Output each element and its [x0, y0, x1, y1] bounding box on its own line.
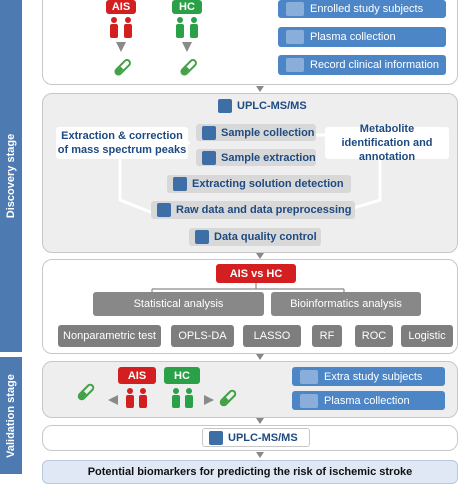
- method-rf: RF: [312, 325, 342, 347]
- bioinformatics-analysis-box: Bioinformatics analysis: [271, 292, 421, 316]
- step-extracting-detection: Extracting solution detection: [167, 175, 351, 193]
- connector-arrow-4: [256, 418, 264, 424]
- connector-arrow-3: [256, 354, 264, 360]
- step-sample-extraction: Sample extraction: [196, 149, 316, 166]
- method-logistic: Logistic: [401, 325, 453, 347]
- clipboard-icon: [286, 58, 304, 72]
- connector-arrow-5: [256, 452, 264, 458]
- vial-icon: [173, 177, 187, 191]
- enrolled-subjects-item: Enrolled study subjects: [278, 0, 446, 18]
- hc-tube-icon: [180, 59, 197, 76]
- hc-badge-top: HC: [172, 0, 202, 14]
- conclusion-box: Potential biomarkers for predicting the …: [42, 460, 458, 484]
- method-lasso: LASSO: [243, 325, 301, 347]
- method-nonparametric: Nonparametric test: [58, 325, 161, 347]
- hc-people-icon: [176, 17, 198, 38]
- connector-arrow-1: [256, 86, 264, 92]
- ais-badge-top: AIS: [106, 0, 136, 14]
- hc-down-arrow: [182, 42, 192, 52]
- step-raw-data: Raw data and data preprocessing: [151, 201, 355, 219]
- plasma-collection-validation-item: Plasma collection: [292, 391, 445, 410]
- method-roc: ROC: [355, 325, 393, 347]
- statistical-analysis-box: Statistical analysis: [93, 292, 264, 316]
- record-clinical-item: Record clinical information: [278, 55, 446, 75]
- discovery-stage-bar: Discovery stage: [0, 0, 22, 352]
- discovery-panel: [42, 93, 458, 253]
- method-oplsda: OPLS-DA: [171, 325, 234, 347]
- people-icon: [286, 2, 304, 16]
- table-icon: [195, 230, 209, 244]
- people-icon: [300, 369, 318, 384]
- data-icon: [157, 203, 171, 217]
- connector-arrow-2: [256, 253, 264, 259]
- tube-icon: [202, 150, 216, 165]
- hc-badge-validation: HC: [164, 367, 200, 384]
- ais-people-icon: [110, 17, 132, 38]
- instrument-icon: [209, 430, 223, 445]
- extra-subjects-item: Extra study subjects: [292, 367, 445, 386]
- ais-tube-icon: [114, 59, 131, 76]
- instrument-icon: [218, 99, 232, 113]
- uplc-pill-discovery: UPLC-MS/MS: [212, 98, 308, 114]
- uplc-pill-validation: UPLC-MS/MS: [202, 428, 310, 447]
- right-note-box: Metabolite identification and annotation: [325, 123, 449, 163]
- step-sample-collection: Sample collection: [196, 124, 316, 141]
- syringe-icon: [286, 30, 304, 44]
- rack-icon: [202, 125, 216, 140]
- left-note-box: Extraction & correction of mass spectrum…: [56, 127, 188, 159]
- conclusion-text: Potential biomarkers for predicting the …: [87, 466, 413, 478]
- ais-badge-validation: AIS: [118, 367, 156, 384]
- analysis-tree-lines: [151, 283, 345, 294]
- ais-down-arrow: [116, 42, 126, 52]
- validation-icons: [77, 383, 237, 408]
- step-quality-control: Data quality control: [189, 228, 321, 246]
- syringe-icon: [300, 393, 318, 408]
- validation-stage-bar: Validation stage: [0, 357, 22, 474]
- comparison-badge: AIS vs HC: [216, 264, 296, 283]
- plasma-collection-item: Plasma collection: [278, 27, 446, 47]
